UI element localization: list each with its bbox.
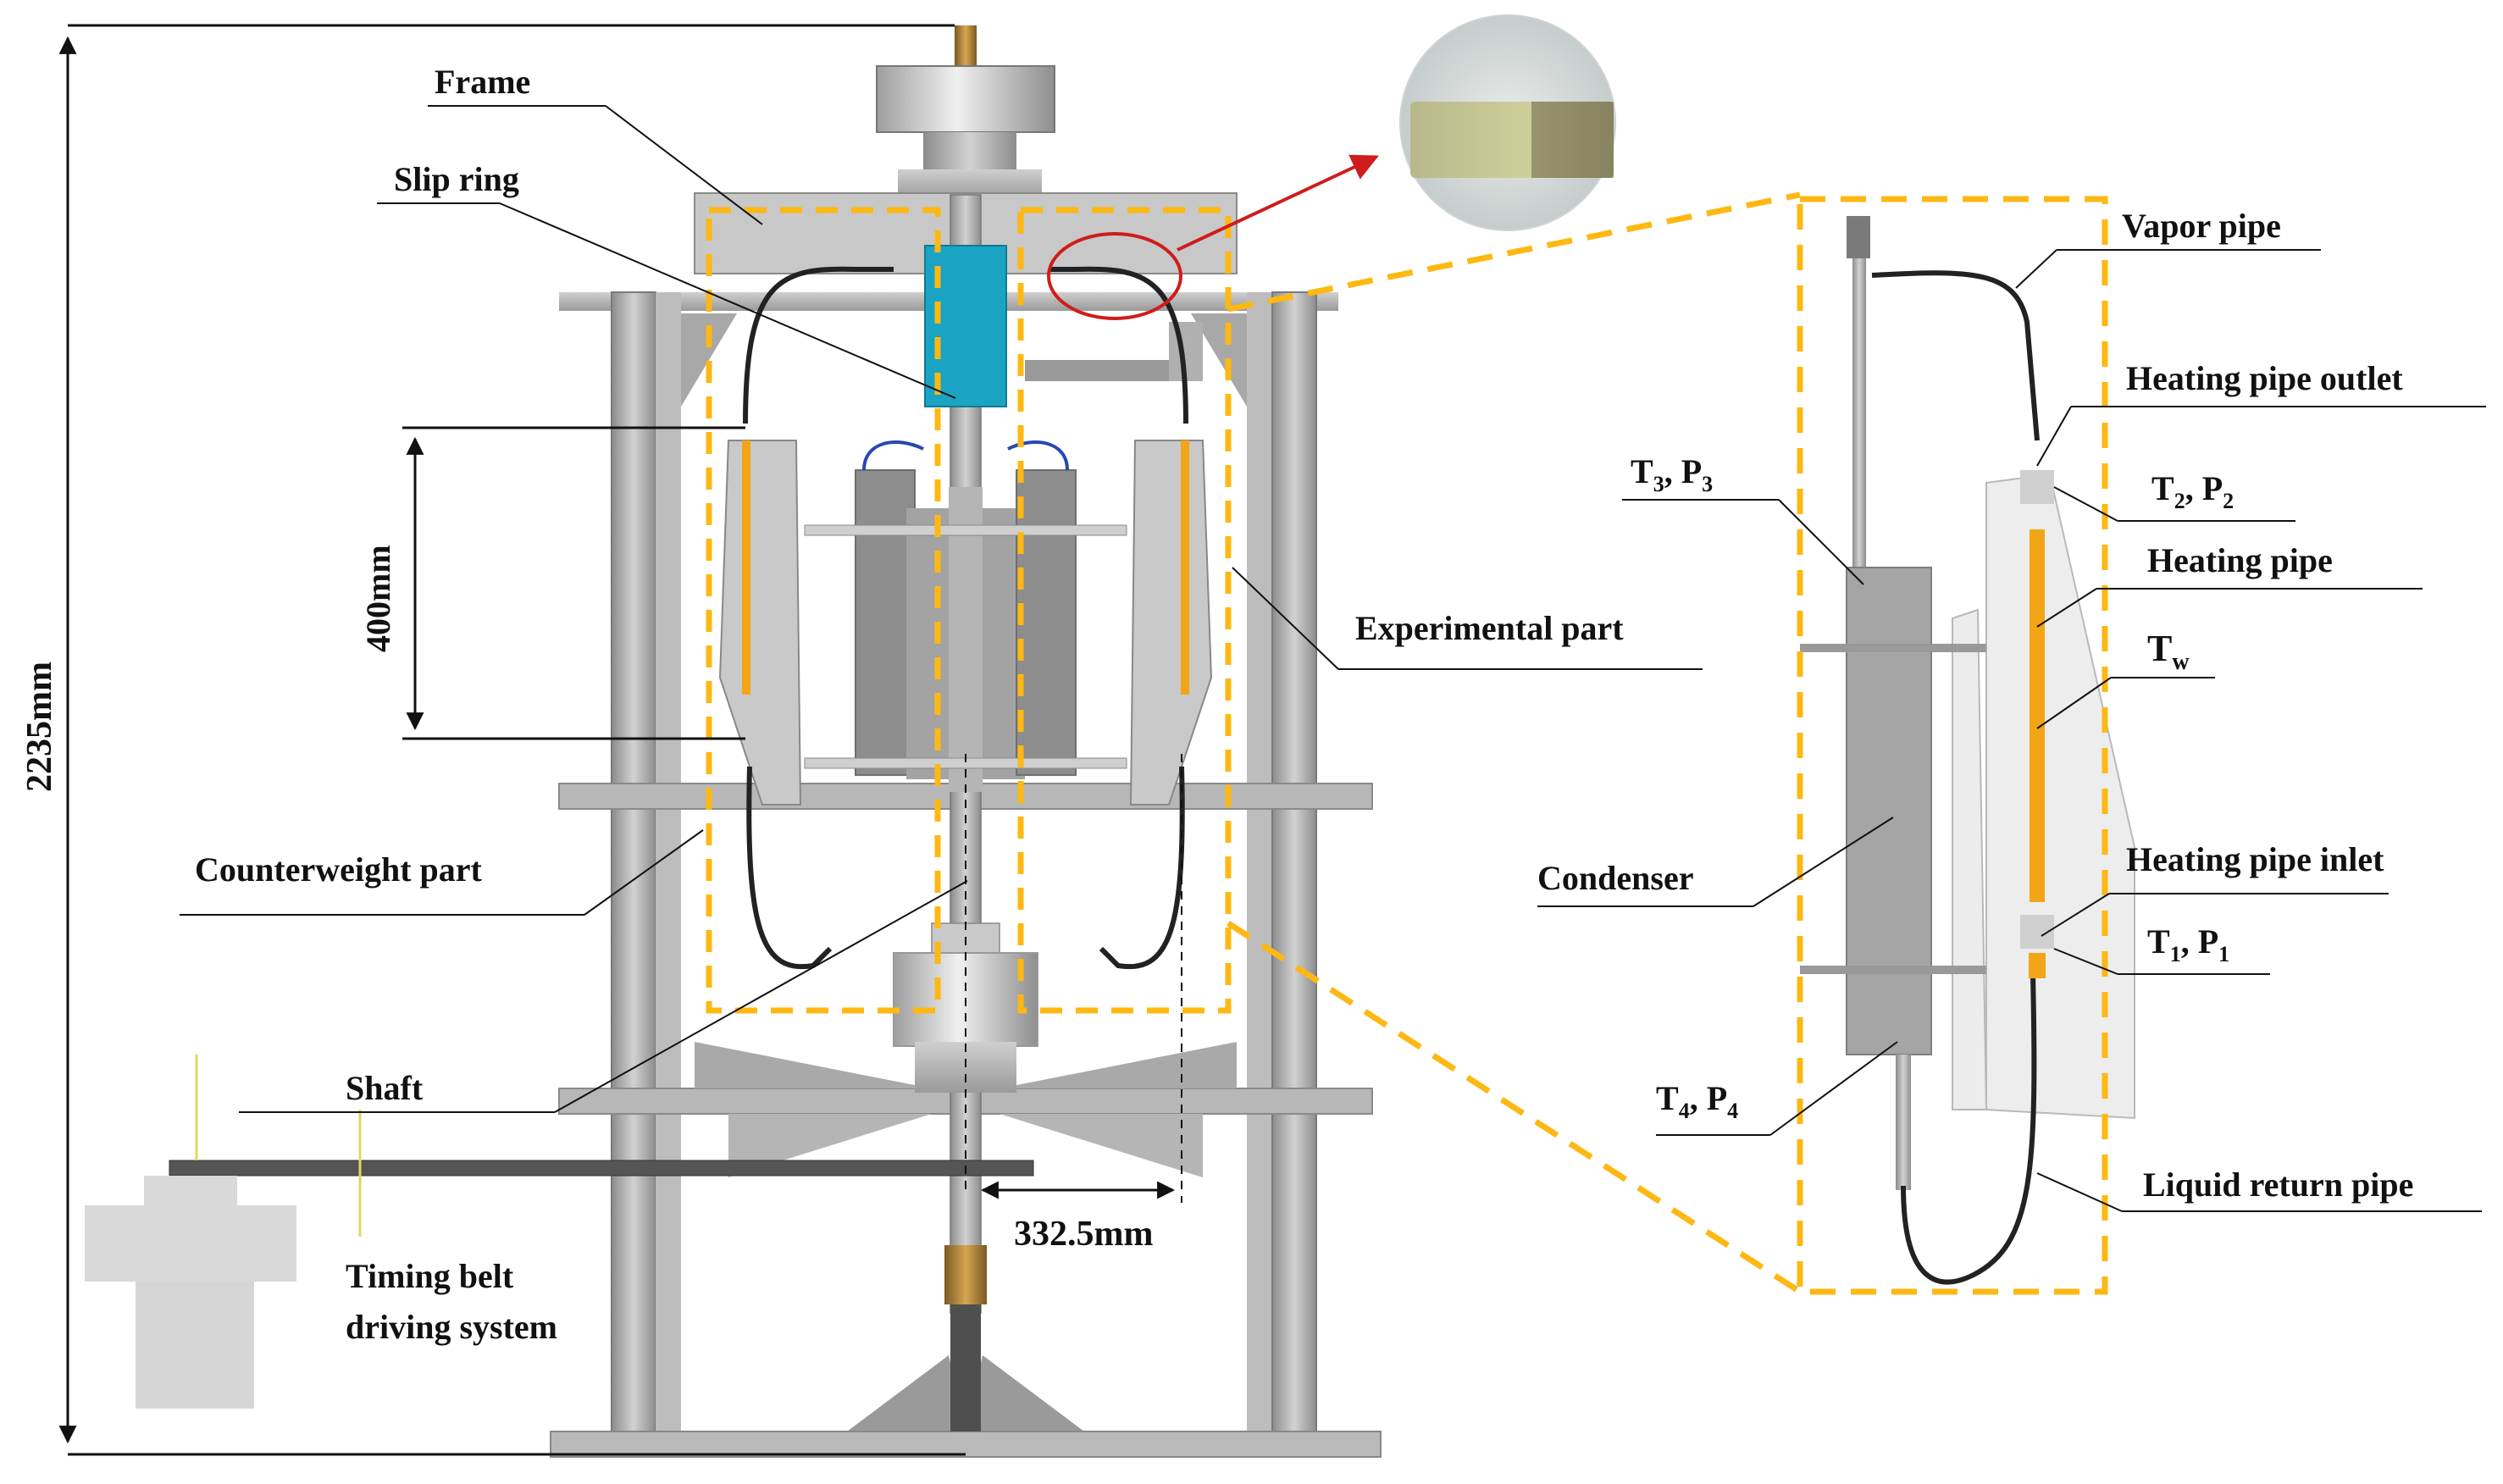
experimental-part-boxes — [706, 207, 1232, 1014]
label-section-height: 400mm — [359, 545, 397, 652]
label-t2-p2: T2, P2 — [2151, 469, 2234, 513]
label-counterweight-part: Counterweight part — [195, 850, 483, 889]
leader-lines — [180, 105, 2486, 1212]
label-t4-p4: T4, P4 — [1656, 1079, 1738, 1123]
label-tw: Tw — [2147, 628, 2190, 675]
label-vapor-pipe: Vapor pipe — [2122, 207, 2281, 245]
dimension-400mm — [402, 426, 745, 740]
label-t3-p3: T3, P3 — [1631, 452, 1713, 496]
dimension-total-height — [58, 24, 966, 1456]
zoom-projection — [1227, 191, 1802, 1294]
highlight-marker — [1047, 154, 1379, 320]
rotor-assembly — [718, 266, 1213, 970]
label-condenser: Condenser — [1537, 859, 1693, 897]
label-slip-ring: Slip ring — [394, 160, 519, 198]
label-total-height: 2235mm — [20, 662, 59, 792]
detail-dashed-box — [1797, 196, 2108, 1295]
label-timing-belt-line1: Timing belt — [346, 1257, 514, 1295]
label-t1-p1: T1, P1 — [2147, 922, 2229, 966]
label-heating-pipe: Heating pipe — [2147, 541, 2333, 579]
label-heating-pipe-inlet: Heating pipe inlet — [2126, 840, 2384, 878]
timing-belt-system — [85, 1055, 1034, 1409]
labels: Frame Slip ring Experimental part Counte… — [20, 63, 2413, 1346]
label-liquid-return-pipe: Liquid return pipe — [2143, 1166, 2413, 1204]
label-experimental-part: Experimental part — [1355, 609, 1624, 647]
detail-view — [1800, 216, 2135, 1285]
dimension-radius — [965, 754, 1182, 1203]
label-timing-belt-line2: driving system — [346, 1308, 557, 1346]
label-shaft: Shaft — [346, 1069, 424, 1107]
inset-photo — [1399, 14, 1616, 231]
label-radius: 332.5mm — [1014, 1215, 1153, 1254]
label-frame: Frame — [435, 63, 530, 101]
label-heating-pipe-outlet: Heating pipe outlet — [2126, 359, 2403, 397]
